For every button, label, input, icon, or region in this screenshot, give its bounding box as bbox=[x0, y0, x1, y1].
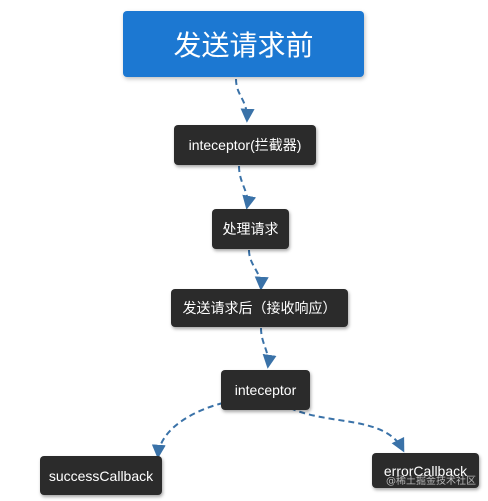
after-request-label: 发送请求后（接收响应） bbox=[182, 300, 337, 316]
error-callback-node: errorCallback bbox=[372, 453, 479, 488]
arrow-start-to-interceptor bbox=[235, 78, 255, 123]
interceptor-response-node: inteceptor bbox=[221, 370, 310, 410]
interceptor-request-node: inteceptor(拦截器) bbox=[174, 125, 316, 165]
arrow-interceptor-to-process bbox=[238, 165, 257, 210]
interceptor-response-label: inteceptor bbox=[234, 382, 297, 398]
interceptor-request-label: inteceptor(拦截器) bbox=[188, 137, 302, 153]
process-request-node: 处理请求 bbox=[212, 209, 289, 249]
watermark: @稀土掘金技术社区 bbox=[386, 476, 476, 487]
arrow-interceptor-to-success bbox=[151, 402, 224, 459]
process-request-label: 处理请求 bbox=[222, 221, 279, 237]
start-node-label: 发送请求前 bbox=[173, 30, 314, 61]
arrow-process-to-after bbox=[248, 249, 269, 291]
success-callback-node: successCallback bbox=[40, 456, 162, 495]
success-callback-label: successCallback bbox=[48, 467, 154, 484]
start-node: 发送请求前 bbox=[123, 11, 364, 77]
error-callback-label: errorCallback bbox=[383, 462, 468, 479]
arrow-after-to-interceptor-response bbox=[260, 327, 277, 369]
arrow-interceptor-to-error bbox=[289, 407, 405, 453]
after-request-node: 发送请求后（接收响应） bbox=[171, 289, 348, 327]
